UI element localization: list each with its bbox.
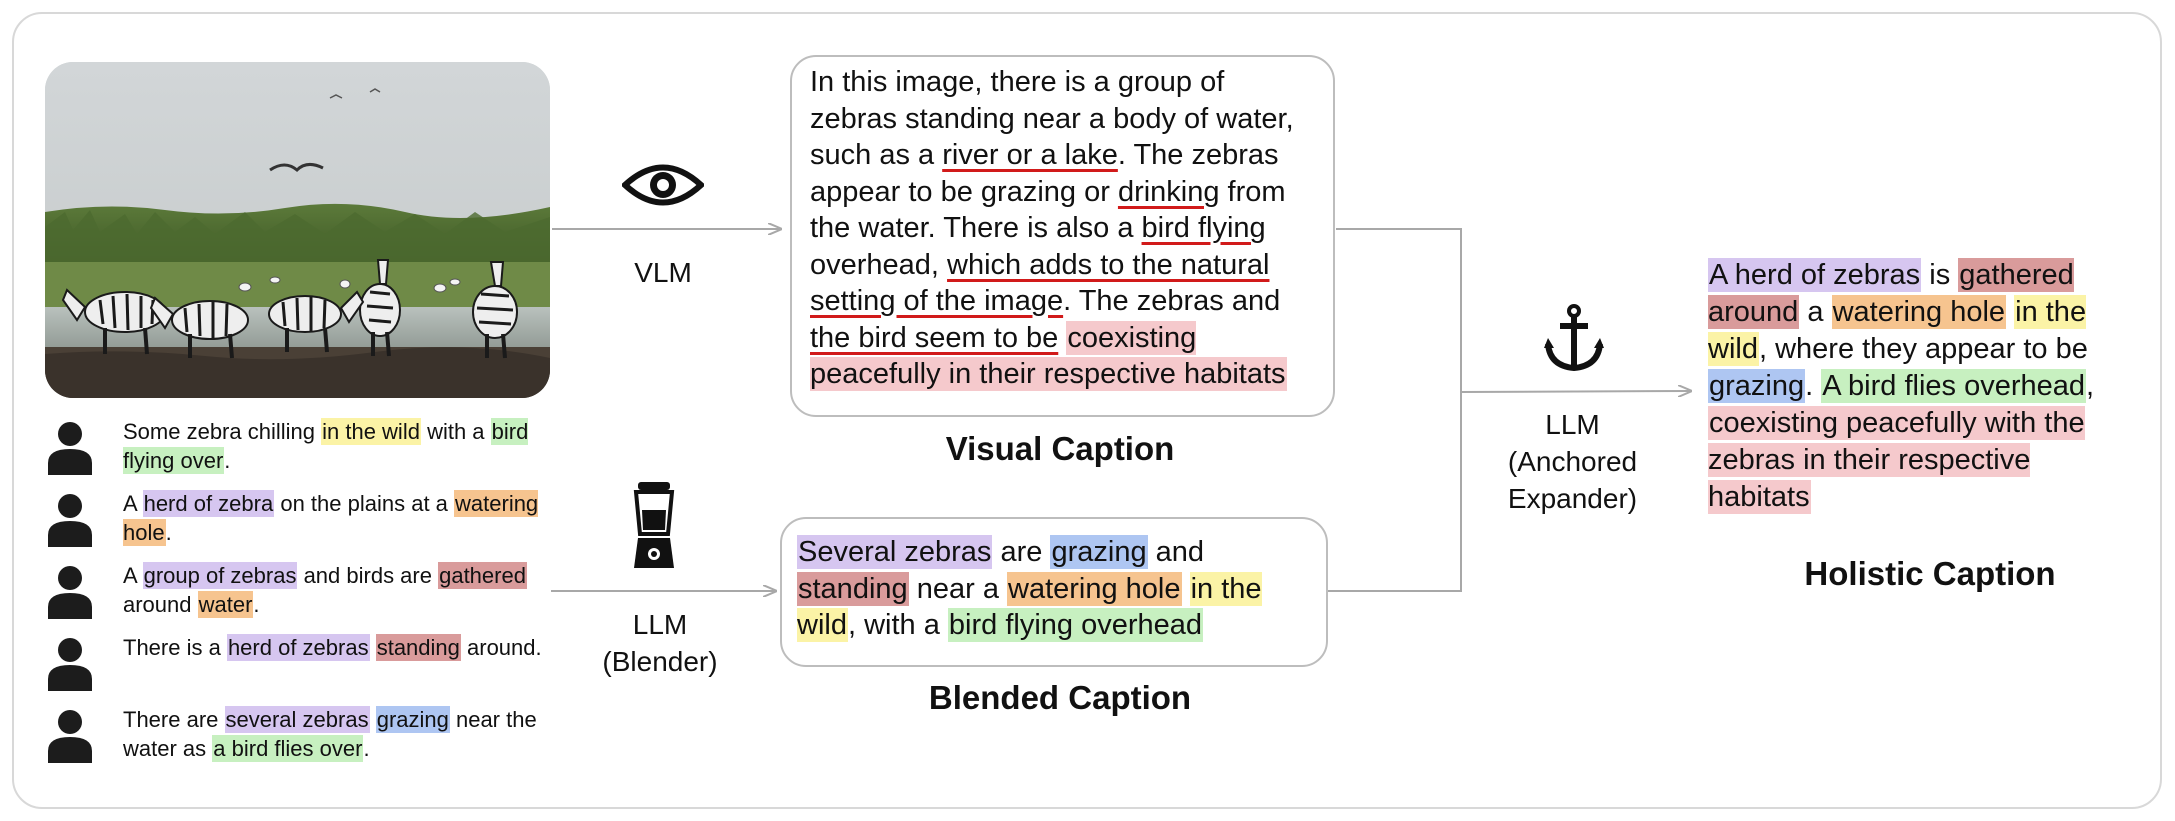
text-segment: [370, 707, 376, 732]
human-caption-text: A group of zebras and birds are gathered…: [123, 561, 563, 619]
text-segment: near a: [908, 572, 1007, 605]
human-caption-item: A herd of zebra on the plains at a water…: [48, 487, 568, 559]
eye-icon: [622, 164, 704, 206]
text-segment: . The zebras appear to be grazing or: [810, 139, 1279, 208]
text-segment: is: [1921, 259, 1959, 291]
visual-caption-heading: Visual Caption: [945, 430, 1175, 467]
llm-expander-label: LLM (Anchored Expander): [1490, 406, 1655, 517]
highlight-blue: grazing: [1050, 535, 1148, 569]
text-segment: , where they appear to be: [1758, 333, 2088, 365]
highlight-pink: coexisting peacefully with the zebras in…: [1708, 406, 2085, 514]
llm-expander-line3: Expander): [1507, 483, 1638, 514]
human-caption-item: Some zebra chilling in the wild with a b…: [48, 415, 568, 487]
highlight-blue: grazing: [375, 706, 450, 733]
underlined-phrase: the bird seem to be: [810, 321, 1059, 354]
person-icon: [48, 710, 92, 763]
holistic-caption-heading: Holistic Caption: [1804, 555, 2056, 592]
text-segment: , with a: [847, 609, 948, 641]
text-segment: . The zebras and: [1063, 285, 1281, 317]
text-segment: .: [165, 520, 172, 545]
text-segment: around: [123, 592, 198, 617]
text-segment: from the water. There is also a: [810, 175, 1286, 245]
text-segment: [2006, 296, 2014, 328]
llm-blender-line1: LLM: [632, 609, 688, 640]
underlined-phrase: drinking: [1117, 175, 1220, 208]
highlight-green: A bird flies overhead: [1821, 369, 2087, 403]
visual-caption-box: In this image, there is a group of zebra…: [790, 55, 1335, 417]
text-segment: and birds are: [297, 563, 439, 588]
text-segment: on the plains at a: [274, 491, 455, 516]
human-caption-text: A herd of zebra on the plains at a water…: [123, 489, 563, 547]
figure-frame: [12, 12, 2162, 809]
highlight-orange: water: [197, 591, 254, 618]
highlight-purple: group of zebras: [142, 562, 298, 589]
llm-expander-line2: (Anchored: [1507, 446, 1638, 477]
text-segment: near the water as: [123, 707, 537, 761]
vlm-label: VLM: [634, 257, 692, 288]
text-segment: Some zebra chilling: [123, 419, 322, 444]
text-segment: [370, 635, 376, 660]
human-caption-text: There is a herd of zebras standing aroun…: [123, 633, 563, 662]
human-caption-item: There is a herd of zebras standing aroun…: [48, 631, 568, 703]
highlight-red: standing: [375, 634, 461, 661]
text-segment: There is a: [123, 635, 227, 660]
person-icon: [48, 494, 92, 547]
text-segment: There are: [123, 707, 225, 732]
text-segment: with a: [420, 419, 491, 444]
text-segment: around.: [460, 635, 542, 660]
person-icon: [48, 638, 92, 691]
text-segment: .: [224, 448, 231, 473]
text-segment: overhead,: [810, 248, 948, 281]
anchor-icon: [1544, 304, 1604, 372]
llm-blender-line2: (Blender): [602, 646, 718, 677]
highlight-blue: grazing: [1708, 369, 1806, 403]
highlight-purple: several zebras: [224, 706, 370, 733]
highlight-green: bird flying overhead: [947, 608, 1204, 642]
blended-caption-text: Several zebras are grazing and standing …: [797, 534, 1311, 644]
text-segment: [1182, 573, 1190, 605]
merge-line: [1328, 228, 1462, 592]
underlined-phrase: bird flying: [1141, 212, 1266, 244]
text-segment: A: [123, 563, 143, 588]
person-icon: [48, 422, 92, 475]
zebra-photo: [45, 62, 550, 398]
underlined-phrase: which adds to the natural setting of the…: [810, 248, 1270, 318]
text-segment: In this image, there is a group of zebra…: [810, 66, 1294, 171]
person-icon: [48, 566, 92, 619]
holistic-caption-text: A herd of zebras is gathered around a wa…: [1708, 257, 2123, 516]
text-segment: .: [253, 592, 260, 617]
text-segment: ,: [2086, 370, 2095, 402]
highlight-purple: herd of zebras: [226, 634, 370, 661]
human-caption-item: A group of zebras and birds are gathered…: [48, 559, 568, 631]
highlight-orange: watering hole: [1831, 295, 2007, 329]
blended-caption-box: Several zebras are grazing and standing …: [780, 517, 1328, 667]
highlight-green: a bird flies over: [212, 735, 364, 762]
visual-caption-text: In this image, there is a group of zebra…: [810, 64, 1315, 393]
highlight-orange: watering hole: [1007, 571, 1182, 606]
human-caption-item: There are several zebras grazing near th…: [48, 703, 568, 775]
llm-blender-label: LLM (Blender): [580, 606, 740, 680]
text-segment: a: [1799, 296, 1832, 328]
text-segment: and: [1147, 536, 1205, 568]
highlight-purple: A herd of zebras: [1708, 258, 1922, 292]
highlight-purple: Several zebras: [797, 535, 993, 569]
human-caption-list: Some zebra chilling in the wild with a b…: [48, 415, 568, 775]
human-caption-text: Some zebra chilling in the wild with a b…: [123, 417, 563, 475]
highlight-yellow: in the wild: [321, 418, 421, 445]
highlight-red: standing: [797, 571, 909, 606]
underlined-phrase: river or a lake: [942, 139, 1118, 171]
text-segment: A: [123, 491, 143, 516]
highlight-red: gathered: [438, 562, 527, 589]
text-segment: .: [363, 736, 370, 761]
blender-icon: [633, 482, 675, 568]
text-segment: are: [992, 536, 1051, 568]
arrow-to-holistic: [1460, 391, 1690, 392]
text-segment: .: [1805, 370, 1822, 402]
highlight-purple: herd of zebra: [142, 490, 275, 517]
human-caption-text: There are several zebras grazing near th…: [123, 705, 563, 763]
llm-expander-line1: LLM: [1545, 409, 1600, 440]
blended-caption-heading: Blended Caption: [928, 679, 1192, 716]
